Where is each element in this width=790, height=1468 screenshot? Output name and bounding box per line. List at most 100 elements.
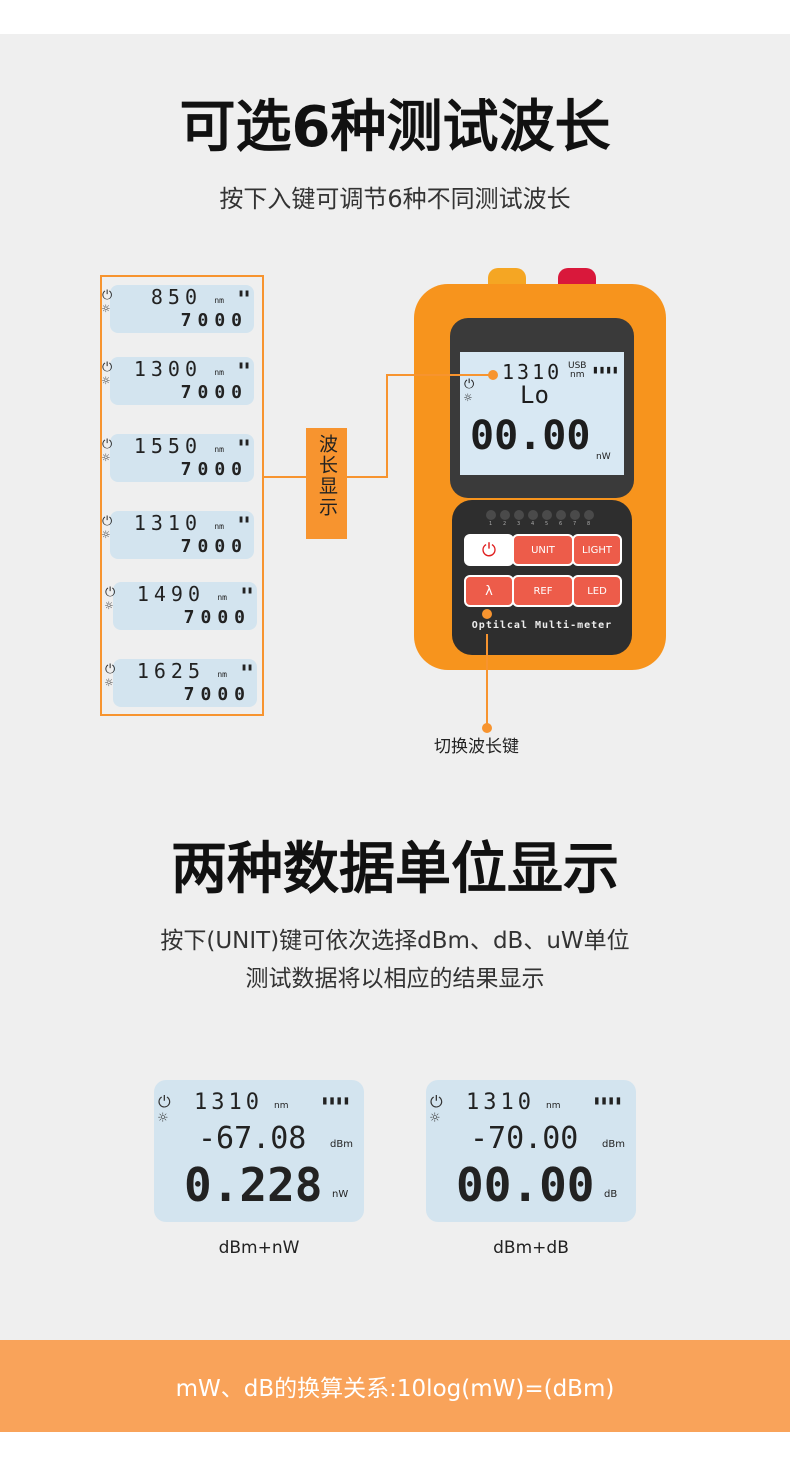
section1-subtitle: 按下入键可调节6种不同测试波长 [219,185,571,213]
power-sun-icon: ⏻☼ [430,1092,443,1127]
power-sun-icon: ⏻☼ [158,1092,171,1127]
section2-subtitle-line1: 按下(UNIT)键可依次选择dBm、dB、uW单位 [160,928,630,954]
led-8: 8 [584,510,594,527]
power-button[interactable]: ⏻ [464,534,514,566]
wavelength-value: 1310 [466,1090,535,1115]
reading: 7000 [183,607,251,628]
battery-icon: ▮▮ [240,585,253,596]
power-sun-icon: ⏻☼ [105,662,116,691]
power-sun-icon: ⏻☼ [102,360,113,389]
light-button[interactable]: LIGHT [572,534,622,566]
wavelength-lcd: ⏻☼ 1300 nm ▮▮ 7000 [102,357,254,405]
unit: nm [274,1101,289,1111]
wavelength-display-label: 波长显示 [306,428,347,539]
unit: nm [214,522,224,531]
led-number: 7 [573,521,577,527]
battery-icon: ▮▮ [237,288,250,299]
power-icon: ⏻ [481,539,497,561]
conversion-formula: mW、dB的换算关系:10log(mW)=(dBm) [175,1376,615,1402]
connector-line [347,476,387,478]
conversion-banner: mW、dB的换算关系:10log(mW)=(dBm) [0,1340,790,1432]
connector-line [386,374,388,478]
wavelength-list: ⏻☼ 850 nm ▮▮ 7000 ⏻☼ 1300 nm ▮▮ 7000 ⏻☼ 1550 nm ▮▮ 7… [100,275,264,716]
led-number: 3 [517,521,521,527]
led-number: 5 [545,521,549,527]
wavelength-value: 1310 [133,511,202,535]
battery-icon: ▮▮ [237,514,250,525]
ref-button[interactable]: REF [512,575,574,607]
wavelength-value: 1300 [133,357,202,381]
wavelength-lcd: ⏻☼ 1310 nm ▮▮ 7000 [102,511,254,559]
led-6: 6 [556,510,566,527]
connector-line [264,476,306,478]
device-reading: 00.00 [470,413,591,459]
battery-icon: ▮▮▮▮ [321,1093,350,1107]
wavelength-value: 1310 [194,1090,263,1115]
wavelength-value: 1550 [133,434,202,458]
caption: dBm+dB [493,1238,569,1258]
wavelength-lcd: ⏻☼ 1550 nm ▮▮ 7000 [102,434,254,482]
battery-icon: ▮▮ [237,437,250,448]
led-number: 2 [503,521,507,527]
unit: nm [214,445,224,454]
caption: dBm+nW [218,1238,300,1258]
device-unit: nW [596,452,611,462]
switch-wavelength-label: 切换波长键 [434,737,519,757]
pointer-dot [482,723,492,733]
led-number: 8 [587,521,591,527]
battery-icon: ▮▮ [237,360,250,371]
section2-title: 两种数据单位显示 [171,837,619,902]
led-7: 7 [570,510,580,527]
led-3: 3 [514,510,524,527]
unit-display-dbm-db: ⏻☼ 1310 nm ▮▮▮▮ -70.00 dBm 00.00 dB [426,1080,636,1222]
unit-button[interactable]: UNIT [512,534,574,566]
led-number: 4 [531,521,535,527]
nm-text: nm [570,370,585,380]
power-sun-icon: ⏻☼ [102,514,113,543]
usb-text: USB [568,361,587,371]
unit: nm [217,593,227,602]
lambda-button[interactable]: λ [464,575,514,607]
led-number: 1 [489,521,493,527]
reading: 7000 [180,536,248,557]
power-sun-icon: ⏻☼ [105,585,116,614]
led-indicators: 1 2 3 4 5 6 7 8 [486,510,594,527]
unit-display-dbm-nw: ⏻☼ 1310 nm ▮▮▮▮ -67.08 dBm 0.228 nW [154,1080,364,1222]
device-wavelength: 1310 [502,360,563,384]
power-sun-icon: ⏻☼ [464,377,475,406]
device-brand: Optilcal Multi-meter [471,620,613,631]
wavelength-lcd: ⏻☼ 1490 nm ▮▮ 7000 [105,582,257,630]
unit-dbm: dBm [602,1139,625,1150]
reading-main: 0.228 [184,1158,323,1212]
reading: 7000 [180,382,248,403]
section2-subtitle-line2: 测试数据将以相应的结果显示 [245,966,545,992]
led-2: 2 [500,510,510,527]
power-sun-icon: ⏻☼ [102,437,113,466]
led-button[interactable]: LED [572,575,622,607]
section1-title: 可选6种测试波长 [179,95,611,160]
reading: 7000 [180,310,248,331]
unit: nm [217,670,227,679]
pointer-dot [488,370,498,380]
led-1: 1 [486,510,496,527]
unit-main: nW [332,1189,349,1200]
unit: nm [546,1101,561,1111]
unit-dbm: dBm [330,1139,353,1150]
led-5: 5 [542,510,552,527]
connector-line [386,374,490,376]
unit: nm [214,368,224,377]
power-sun-icon: ⏻☼ [102,288,113,317]
wavelength-value: 1625 [136,659,205,683]
connector-line [486,634,488,725]
pointer-dot [482,609,492,619]
wavelength-value: 1490 [136,582,205,606]
unit-main: dB [604,1189,618,1200]
reading: 7000 [180,459,248,480]
wavelength-value: 850 [150,285,202,309]
reading: 7000 [183,684,251,705]
battery-icon: ▮▮▮▮ [593,1093,622,1107]
